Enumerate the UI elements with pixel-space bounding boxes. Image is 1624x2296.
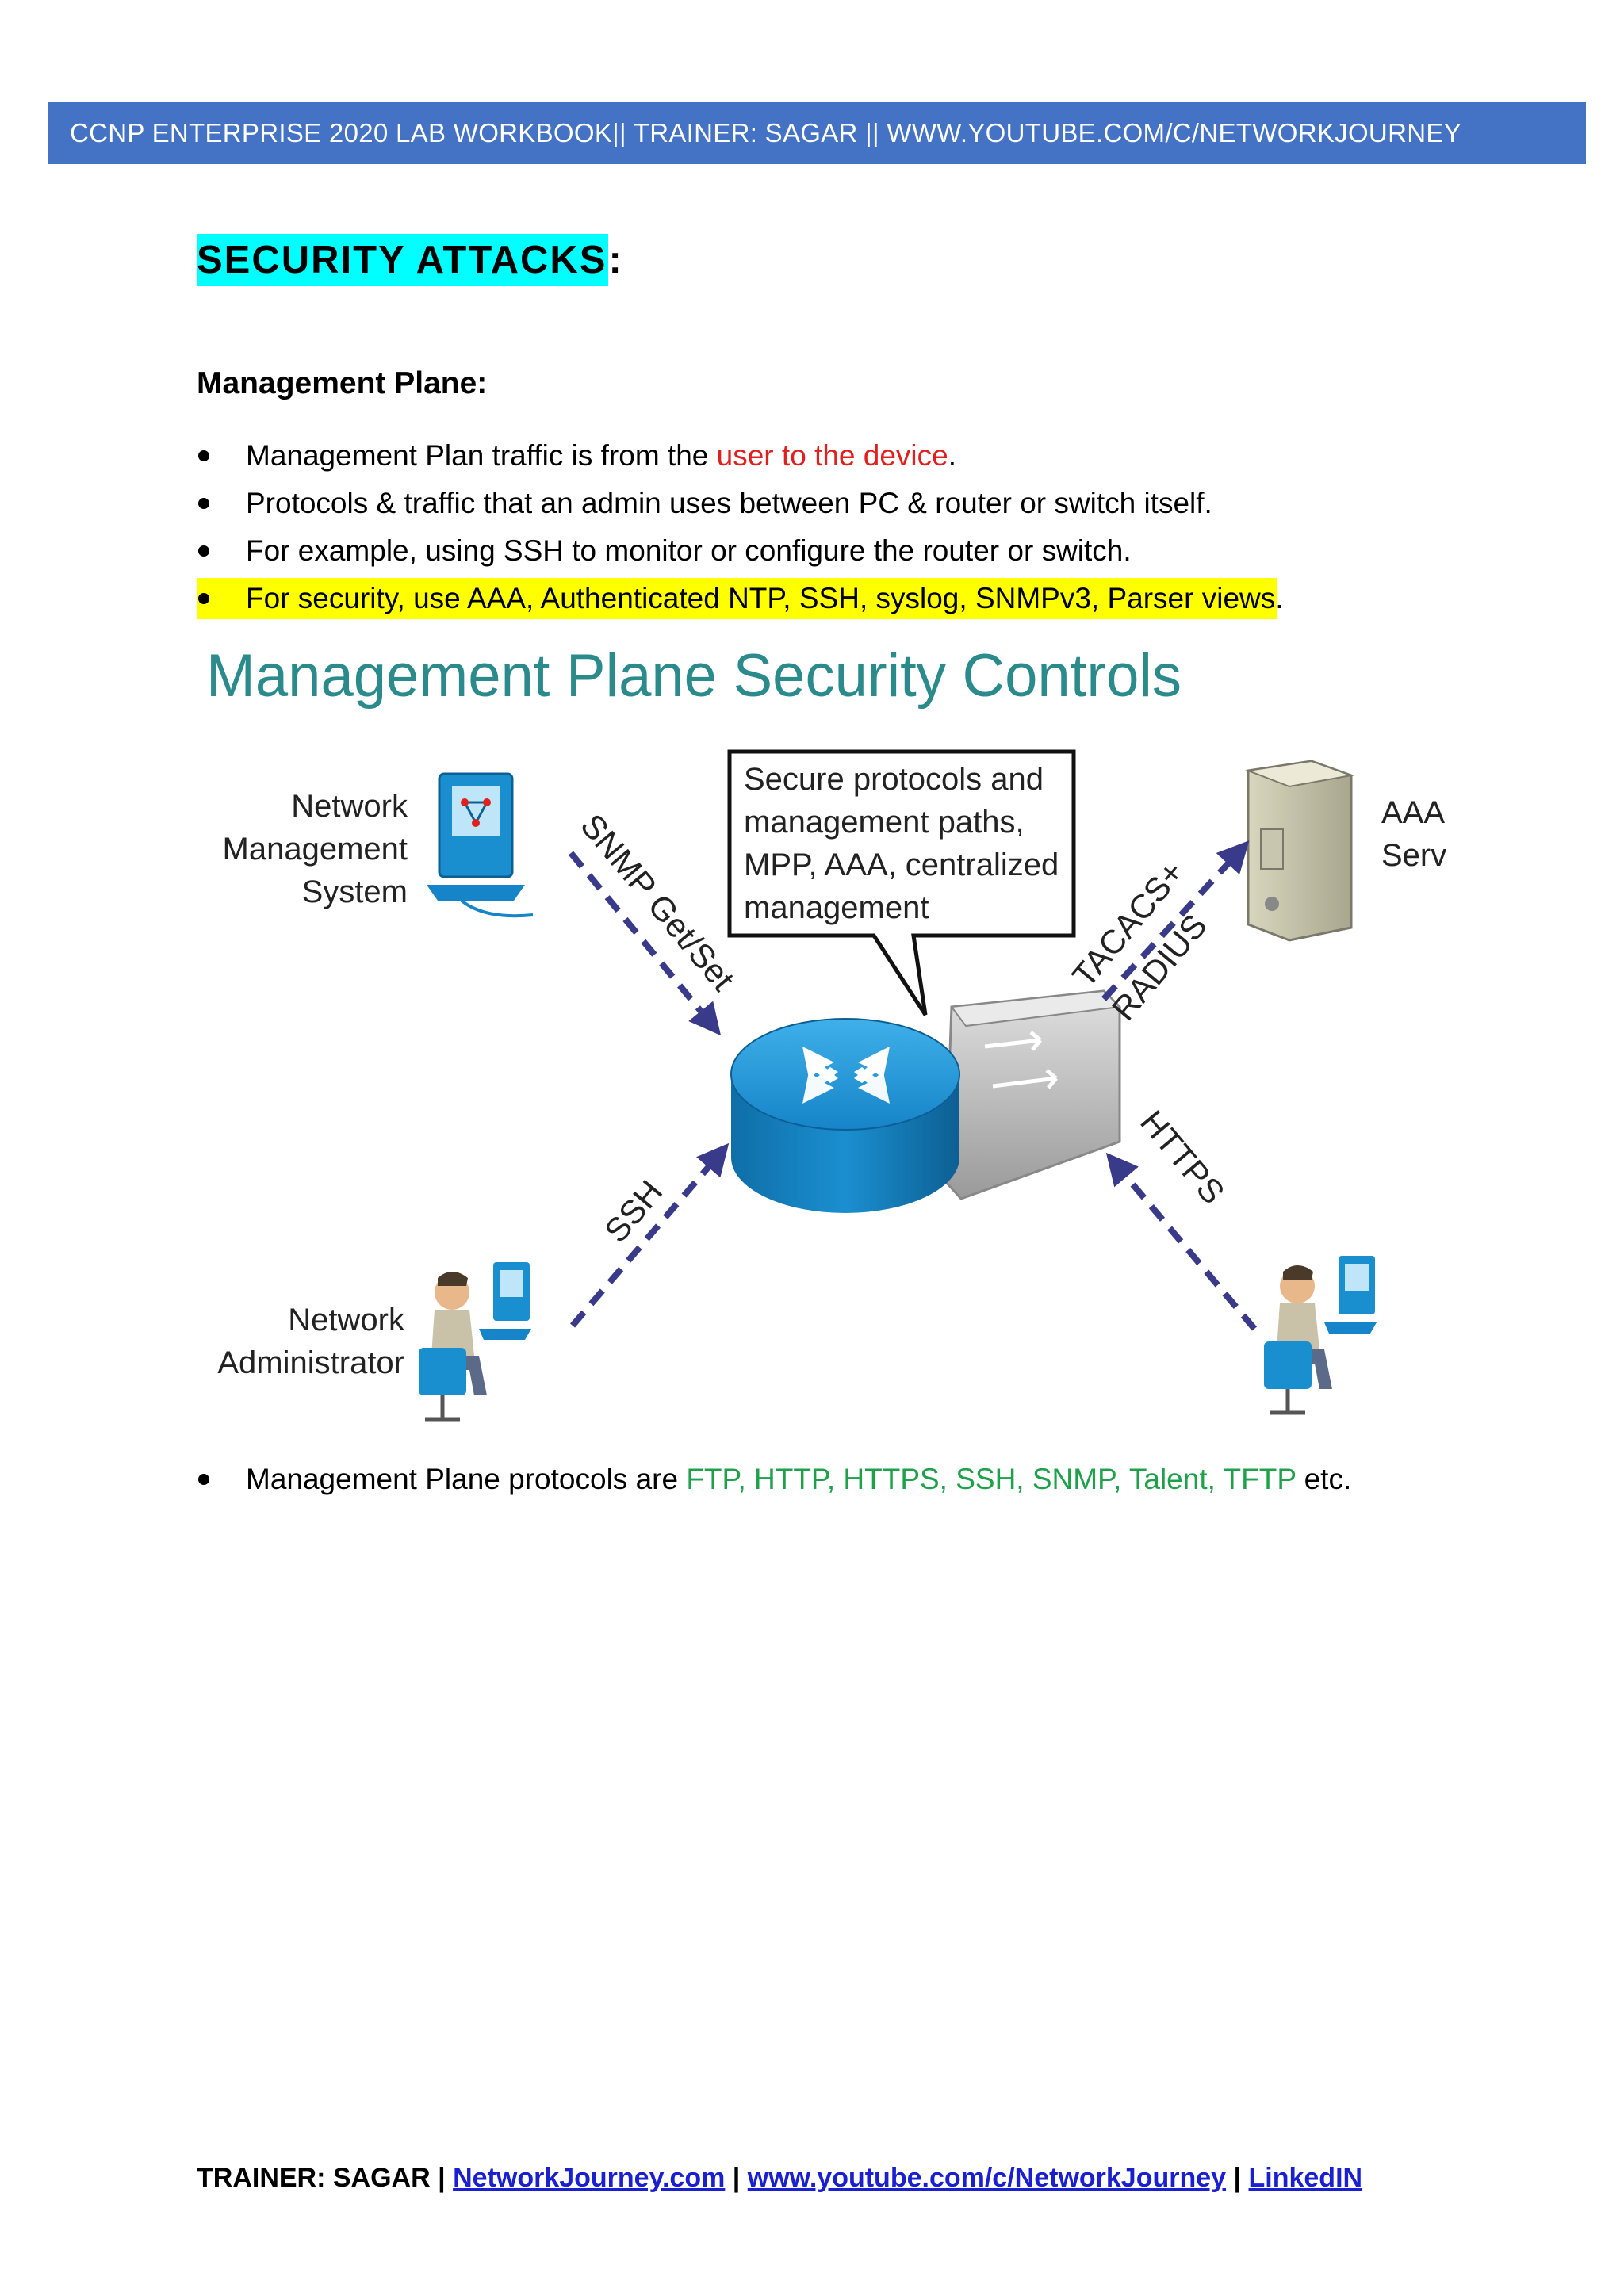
bullet-dot bbox=[198, 1474, 209, 1485]
tacacs-arrow bbox=[1101, 840, 1250, 1001]
user-icon bbox=[1264, 1256, 1377, 1415]
list-item: Management Plan traffic is from the user… bbox=[197, 432, 1545, 480]
bullet-text: Management Plan traffic is from the bbox=[246, 439, 717, 472]
administrator-icon bbox=[419, 1262, 531, 1422]
https-label: HTTPS bbox=[1133, 1104, 1231, 1211]
header-band: CCNP ENTERPRISE 2020 LAB WORKBOOK|| TRAI… bbox=[48, 102, 1586, 164]
bullet-dot bbox=[198, 593, 209, 604]
nms-label-line: Management bbox=[223, 832, 408, 867]
page-title-suffix: : bbox=[608, 239, 623, 281]
callout-line: MPP, AAA, centralized bbox=[744, 848, 1059, 882]
protocols-bullet: Management Plane protocols are FTP, HTTP… bbox=[197, 1456, 1351, 1503]
bullet-dot bbox=[198, 498, 209, 509]
ssh-label: SSH bbox=[597, 1173, 670, 1249]
callout-line: management bbox=[744, 890, 929, 925]
footer: TRAINER: SAGAR | NetworkJourney.com | ww… bbox=[197, 2163, 1362, 2194]
bullet-text-end: . bbox=[948, 439, 956, 472]
server-icon bbox=[1245, 760, 1354, 942]
footer-trainer: TRAINER: SAGAR bbox=[197, 2163, 431, 2193]
admin-label-line: Administrator bbox=[217, 1345, 404, 1380]
https-arrow bbox=[1105, 1152, 1258, 1331]
bullet-dot bbox=[198, 545, 209, 557]
footer-separator: | bbox=[732, 2163, 741, 2193]
footer-separator: | bbox=[1233, 2163, 1242, 2193]
nms-label-line: Network bbox=[291, 789, 408, 824]
ssh-arrow bbox=[569, 1142, 730, 1328]
footer-separator: | bbox=[438, 2163, 446, 2193]
callout-box: Secure protocols and management paths, M… bbox=[727, 749, 1076, 1016]
page-title: SECURITY ATTACKS: bbox=[197, 234, 623, 286]
computer-icon bbox=[427, 772, 534, 918]
snmp-arrow bbox=[568, 851, 722, 1036]
protocols-text: Management Plane protocols are bbox=[246, 1463, 687, 1495]
snmp-label: SNMP Get/Set bbox=[573, 807, 742, 998]
footer-link-networkjourney[interactable]: NetworkJourney.com bbox=[453, 2163, 726, 2193]
nms-label: Network Management System bbox=[223, 789, 408, 909]
switch-icon bbox=[944, 989, 1122, 1200]
page-title-highlight: SECURITY ATTACKS bbox=[197, 234, 609, 286]
bullet-highlight: user to the device bbox=[716, 439, 948, 472]
section-heading: Management Plane: bbox=[197, 366, 488, 400]
bullet-text: Protocols & traffic that an admin uses b… bbox=[246, 487, 1212, 519]
bullet-text: For security, use AAA, Authenticated NTP… bbox=[246, 582, 1284, 614]
bullet-text: For example, using SSH to monitor or con… bbox=[246, 534, 1132, 567]
diagram-title: Management Plane Security Controls bbox=[206, 642, 1182, 710]
header-text: CCNP ENTERPRISE 2020 LAB WORKBOOK|| TRAI… bbox=[70, 118, 1461, 147]
list-item: For example, using SSH to monitor or con… bbox=[197, 527, 1545, 575]
nms-label-line: System bbox=[302, 874, 408, 909]
protocols-text-end: etc. bbox=[1296, 1463, 1352, 1495]
list-item: Protocols & traffic that an admin uses b… bbox=[197, 480, 1545, 527]
list-item-highlighted: For security, use AAA, Authenticated NTP… bbox=[197, 575, 1545, 622]
footer-link-linkedin[interactable]: LinkedIN bbox=[1248, 2163, 1363, 2193]
callout-line: management paths, bbox=[744, 805, 1025, 840]
protocols-list: FTP, HTTP, HTTPS, SSH, SNMP, Talent, TFT… bbox=[686, 1463, 1297, 1495]
footer-link-youtube[interactable]: www.youtube.com/c/NetworkJourney bbox=[747, 2163, 1227, 2193]
router-icon bbox=[730, 1018, 960, 1213]
callout-line: Secure protocols and bbox=[744, 762, 1044, 797]
bullet-list: Management Plan traffic is from the user… bbox=[197, 432, 1545, 622]
aaa-label: AAA Server bbox=[1381, 795, 1446, 873]
bullet-dot bbox=[198, 450, 209, 461]
aaa-label-line: Server bbox=[1381, 838, 1446, 873]
admin-label-line: Network bbox=[288, 1303, 405, 1337]
admin-label: Network Administrator bbox=[217, 1303, 405, 1380]
yellow-highlight-band bbox=[197, 578, 1277, 619]
management-plane-diagram: Management Plane Security Controls Netwo… bbox=[200, 634, 1446, 1443]
aaa-label-line: AAA bbox=[1381, 795, 1445, 830]
